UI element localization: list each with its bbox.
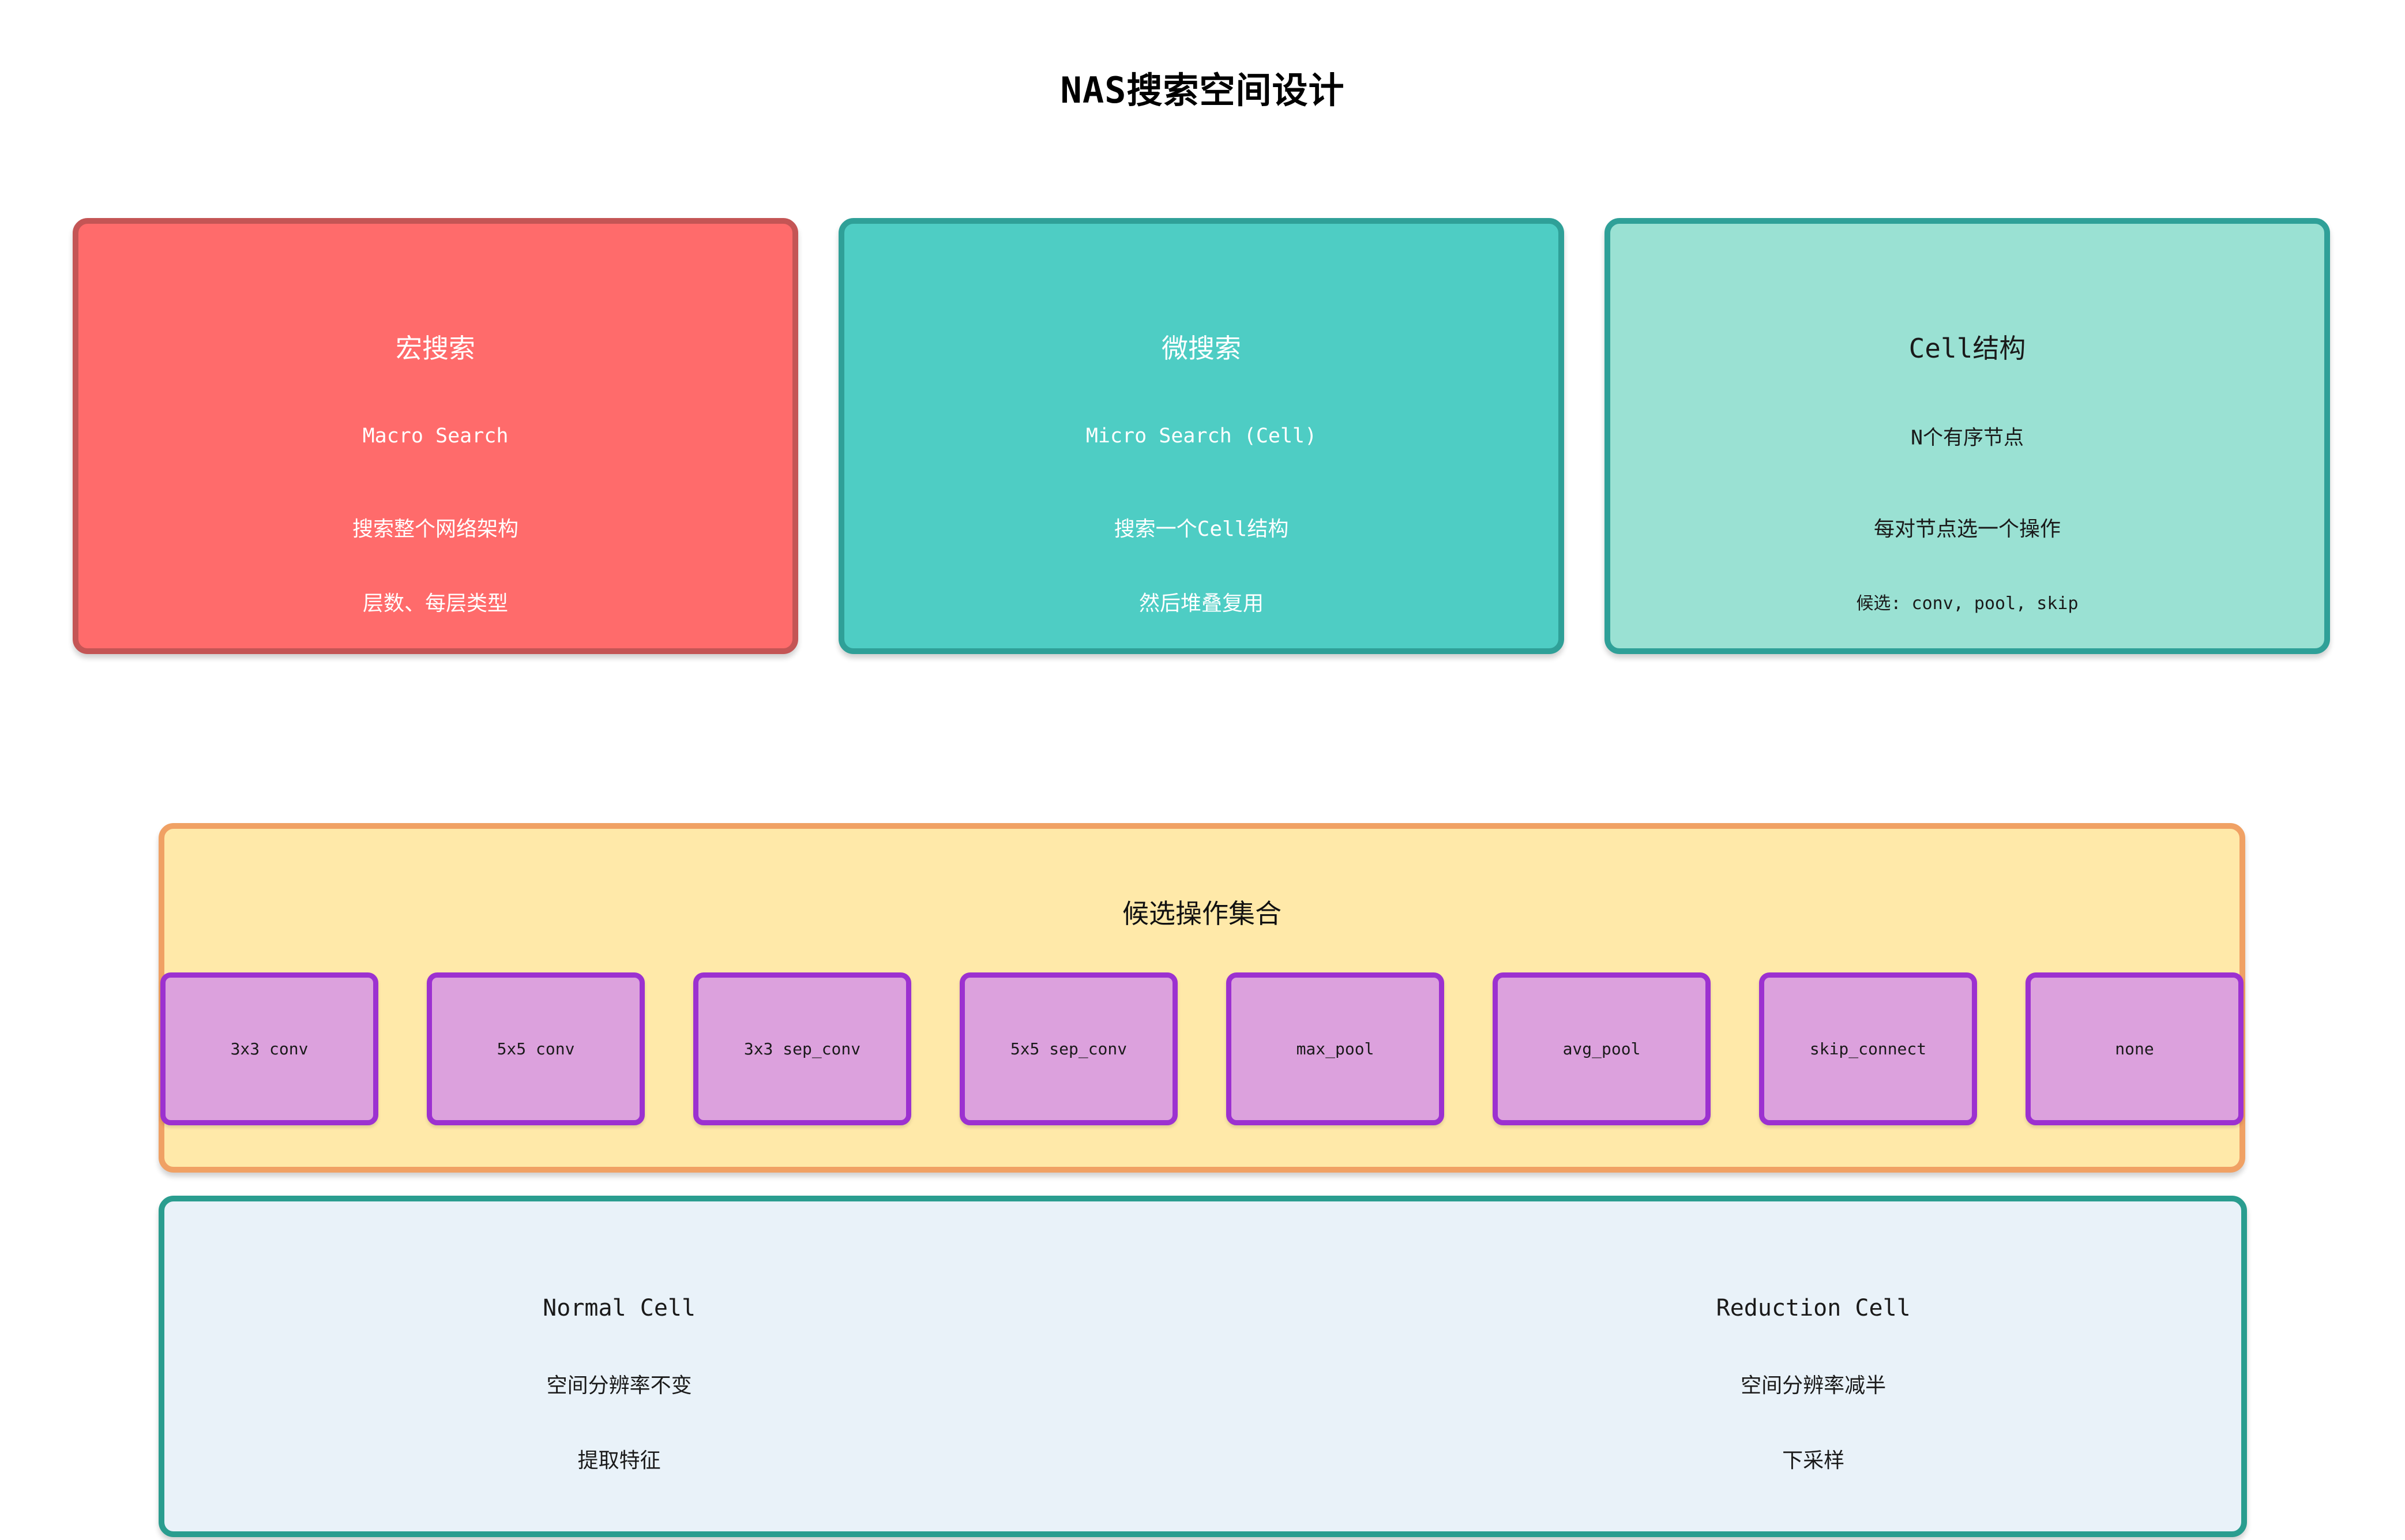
op-box: max_pool xyxy=(1226,972,1444,1125)
op-box: avg_pool xyxy=(1493,972,1711,1125)
card-subtitle: Micro Search (Cell) xyxy=(1085,425,1317,448)
cell-types-panel: Normal Cell 空间分辨率不变 提取特征 Reduction Cell … xyxy=(159,1196,2247,1537)
op-box: none xyxy=(2026,972,2244,1125)
op-box: 5x5 sep_conv xyxy=(960,972,1178,1125)
cell-line: 空间分辨率不变 xyxy=(546,1373,692,1398)
ops-row: 3x3 conv 5x5 conv 3x3 sep_conv 5x5 sep_c… xyxy=(160,972,2244,1125)
card-line: 候选: conv, pool, skip xyxy=(1856,594,2079,614)
page-title: NAS搜索空间设计 xyxy=(1060,69,1345,111)
cell-line: 下采样 xyxy=(1782,1449,1845,1473)
op-box: 3x3 sep_conv xyxy=(693,972,911,1125)
card-subtitle: Macro Search xyxy=(362,425,509,448)
cell-line: 空间分辨率减半 xyxy=(1741,1373,1887,1398)
candidate-ops-panel: 候选操作集合 3x3 conv 5x5 conv 3x3 sep_conv 5x… xyxy=(159,823,2245,1173)
micro-search-card: 微搜索 Micro Search (Cell) 搜索一个Cell结构 然后堆叠复… xyxy=(839,218,1564,654)
card-line: 搜索一个Cell结构 xyxy=(1114,517,1289,542)
card-subtitle: N个有序节点 xyxy=(1910,426,2024,450)
normal-cell-column: Normal Cell 空间分辨率不变 提取特征 xyxy=(273,1201,965,1531)
card-title: 宏搜索 xyxy=(396,333,475,365)
search-strategy-row: 宏搜索 Macro Search 搜索整个网络架构 层数、每层类型 微搜索 Mi… xyxy=(73,218,2330,654)
cell-structure-card: Cell结构 N个有序节点 每对节点选一个操作 候选: conv, pool, … xyxy=(1604,218,2330,654)
cell-title: Reduction Cell xyxy=(1716,1295,1911,1322)
card-line: 然后堆叠复用 xyxy=(1138,592,1264,616)
macro-search-card: 宏搜索 Macro Search 搜索整个网络架构 层数、每层类型 xyxy=(73,218,798,654)
cell-line: 提取特征 xyxy=(577,1449,661,1473)
card-line: 每对节点选一个操作 xyxy=(1873,517,2061,542)
card-title: Cell结构 xyxy=(1908,333,2026,365)
op-box: skip_connect xyxy=(1759,972,1977,1125)
card-title: 微搜索 xyxy=(1162,333,1241,365)
card-line: 层数、每层类型 xyxy=(362,592,508,616)
reduction-cell-column: Reduction Cell 空间分辨率减半 下采样 xyxy=(1467,1201,2159,1531)
card-line: 搜索整个网络架构 xyxy=(352,517,518,542)
cell-title: Normal Cell xyxy=(543,1295,696,1322)
panel-title: 候选操作集合 xyxy=(1122,898,1282,930)
op-box: 5x5 conv xyxy=(427,972,645,1125)
op-box: 3x3 conv xyxy=(160,972,378,1125)
